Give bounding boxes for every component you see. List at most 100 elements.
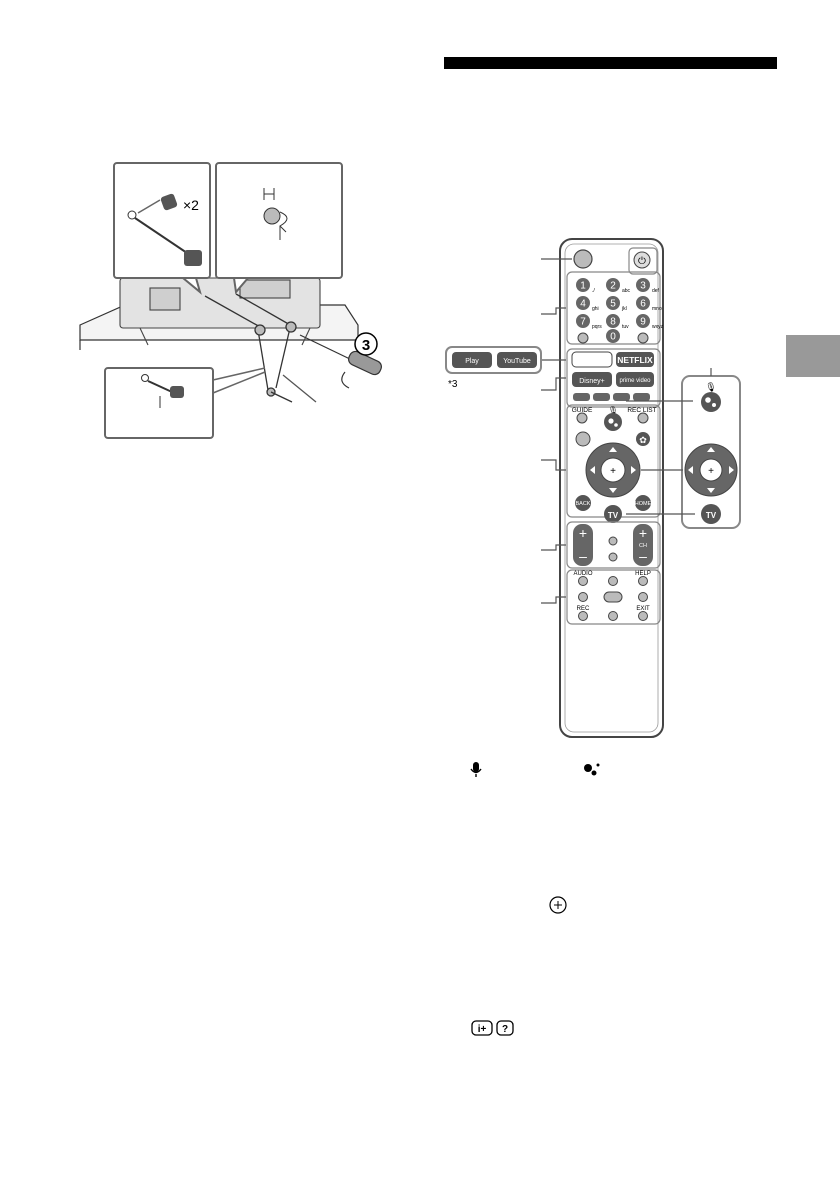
app-callout: Play YouTube *3 (445, 346, 542, 390)
svg-text:+: + (579, 525, 587, 541)
number-key-2[interactable] (606, 278, 620, 292)
app-footnote: *3 (448, 379, 458, 390)
number-key-0[interactable] (606, 329, 620, 343)
netflix-button[interactable] (616, 352, 654, 367)
arrow-up-icon (609, 447, 617, 452)
svg-text:–: – (639, 548, 647, 564)
number-key-1[interactable] (576, 278, 590, 292)
input-button[interactable] (573, 249, 593, 269)
back-button[interactable] (575, 495, 591, 511)
number-key-3[interactable] (636, 278, 650, 292)
ch-label: CH (639, 543, 647, 549)
dpad-center-button[interactable] (600, 457, 626, 483)
callout-bracket (215, 162, 343, 295)
step-number: 3 (362, 337, 370, 354)
power-button[interactable] (633, 251, 651, 269)
rec-label: REC (577, 606, 590, 612)
settings-button[interactable] (636, 432, 650, 446)
number-key-letters: ./ (592, 288, 595, 294)
blue-button[interactable] (633, 393, 650, 401)
guide-label: GUIDE (572, 407, 593, 414)
blank-app-button[interactable] (571, 351, 613, 368)
tv-button[interactable] (604, 505, 622, 523)
number-key-letters: jkl (621, 306, 627, 312)
input-select-button[interactable] (575, 431, 591, 447)
number-key-letters: abc (622, 288, 631, 294)
number-key-digit: 2 (610, 281, 616, 292)
number-key-letters: pqrs (592, 324, 602, 330)
subtitle-button[interactable] (637, 332, 649, 344)
info-plus-icon: i+ (471, 1020, 493, 1036)
number-key-letters: def (652, 288, 660, 294)
help-label: HELP (635, 571, 651, 577)
volume-rocker[interactable] (573, 524, 593, 566)
number-key-digit: 0 (610, 332, 616, 343)
svg-text:+: + (639, 525, 647, 541)
section-title-bar (444, 57, 777, 69)
help-button[interactable] (638, 576, 648, 586)
jump-button[interactable] (608, 536, 618, 546)
number-key-5[interactable] (606, 296, 620, 310)
number-key-letters: mno (652, 306, 662, 312)
prime-video-button[interactable] (616, 372, 654, 387)
youtube-label: YouTube (503, 358, 531, 365)
number-key-digit: 7 (580, 317, 586, 328)
svg-text:–: – (579, 548, 587, 564)
guide-button[interactable] (576, 412, 588, 424)
red-button[interactable] (573, 393, 590, 401)
number-key-digit: 9 (640, 317, 646, 328)
callout-long-screw (104, 367, 266, 439)
rec-list-button[interactable] (637, 412, 649, 424)
fast-forward-button[interactable] (638, 592, 648, 602)
arrow-left-icon (590, 466, 595, 474)
number-key-9[interactable] (636, 314, 650, 328)
zoom-tv-label: TV (706, 511, 717, 520)
play-button[interactable] (603, 591, 623, 603)
mic-icon-small: 🎙 (608, 406, 618, 415)
number-key-8[interactable] (606, 314, 620, 328)
exit-label: EXIT (636, 606, 650, 612)
zoom-mic-icon: 🎙 (705, 382, 716, 392)
color-buttons (573, 393, 650, 401)
zoom-tv-button[interactable] (701, 504, 721, 524)
yellow-button[interactable] (613, 393, 630, 401)
audio-button[interactable] (578, 576, 588, 586)
disney-button[interactable] (572, 372, 612, 387)
number-key-digit: 5 (610, 299, 616, 310)
anchor-straps (204, 293, 297, 403)
netflix-label: NETFLIX (617, 355, 653, 365)
rewind-button[interactable] (578, 592, 588, 602)
zoom-assistant-button[interactable] (701, 392, 721, 412)
exit-button[interactable] (638, 611, 648, 621)
teletext-button[interactable] (577, 332, 589, 344)
left-leader-lines (541, 258, 572, 604)
green-button[interactable] (593, 393, 610, 401)
section-tab (786, 335, 840, 377)
callout-screws: ×2 (113, 162, 211, 295)
pause-button[interactable] (608, 611, 618, 621)
display-button[interactable] (608, 576, 618, 586)
mute-button[interactable] (608, 552, 618, 562)
svg-text:i+: i+ (478, 1024, 487, 1035)
number-key-7[interactable] (576, 314, 590, 328)
home-button[interactable] (635, 495, 651, 511)
arrow-down-icon (609, 488, 617, 493)
number-key-digit: 8 (610, 317, 616, 328)
audio-label: AUDIO (573, 571, 592, 577)
number-key-letters: ghi (592, 306, 599, 312)
number-key-6[interactable] (636, 296, 650, 310)
prime-video-label: prime video (619, 378, 651, 384)
arrow-right-icon (631, 466, 636, 474)
channel-rocker[interactable] (633, 524, 653, 566)
number-key-digit: 4 (580, 299, 586, 310)
screwdriver (299, 334, 382, 389)
number-key-4[interactable] (576, 296, 590, 310)
rec-list-label: REC LIST (627, 407, 656, 414)
freeview-label: Play (465, 358, 479, 365)
record-button[interactable] (578, 611, 588, 621)
youtube-button[interactable] (497, 352, 537, 368)
freeview-play-button[interactable] (452, 352, 492, 368)
number-key-digit: 3 (640, 281, 646, 292)
